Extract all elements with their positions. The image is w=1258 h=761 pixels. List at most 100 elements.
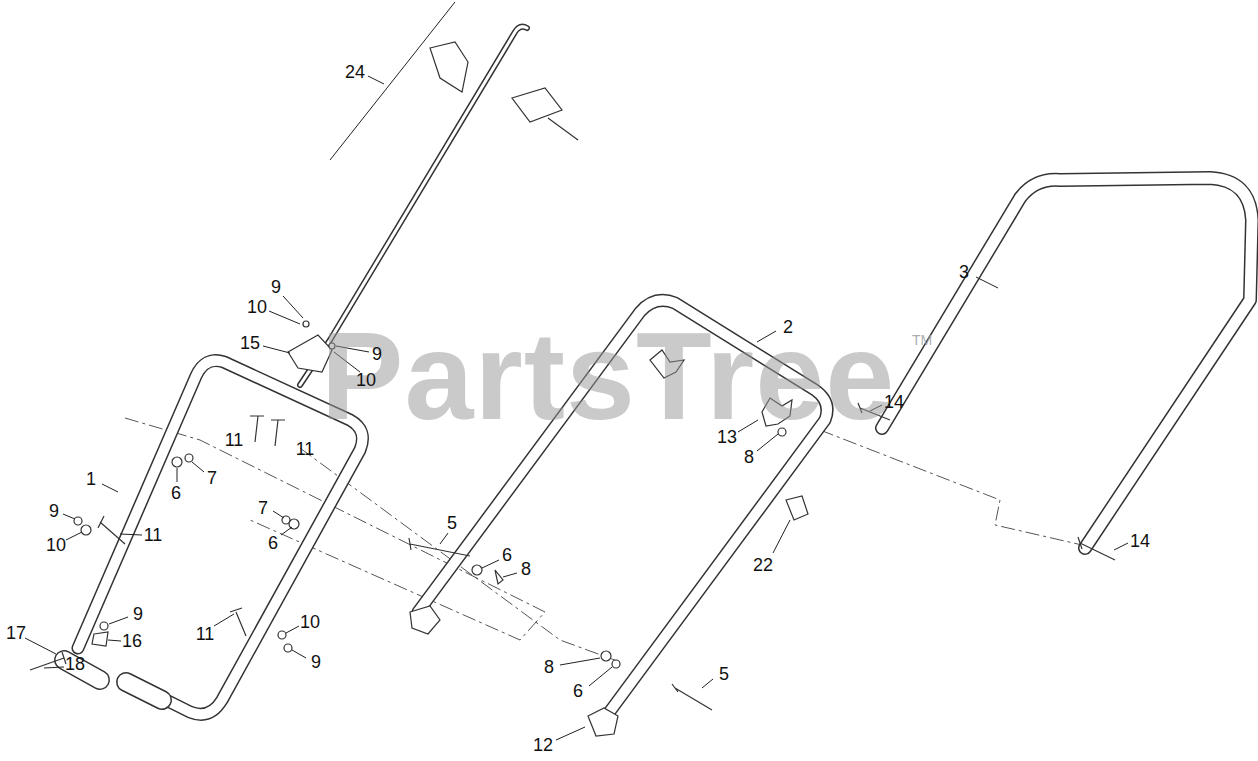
hardware [98,516,125,544]
handle-tubes [78,361,362,715]
hardware [100,622,108,630]
leader-lines [482,560,499,568]
callout-number: 6 [171,484,181,502]
hardware [601,651,611,661]
callout-number: 9 [271,278,281,296]
callout-number: 8 [521,560,531,578]
hardware [30,42,1115,736]
callout-number: 6 [573,682,583,700]
hardware [172,457,182,467]
handle-tubes [882,178,1252,548]
callout-number: 15 [240,334,260,352]
hardware [512,88,562,122]
hardware [278,631,286,639]
hardware [409,538,470,556]
hardware [74,517,82,525]
leader-lines [589,667,612,686]
leader-lines [63,514,75,519]
leader-lines [503,573,517,577]
hardware [495,570,503,584]
leader-lines [108,640,121,641]
callout-number: 12 [533,736,553,754]
callout-number: 10 [247,298,267,316]
leader-lines [177,468,178,482]
callout-number: 8 [544,658,554,676]
callout-number: 14 [1130,532,1150,550]
leader-lines [120,534,142,535]
callout-number: 2 [783,318,793,336]
callout-number: 14 [884,393,904,411]
hardware [672,684,712,710]
callout-number: 10 [356,371,376,389]
callout-number: 3 [959,263,969,281]
hardware [612,660,620,668]
callout-number: 24 [345,63,365,81]
callout-number: 10 [46,536,66,554]
dash-lines [820,430,1082,545]
handle-tubes [78,361,362,715]
handle-tubes [64,27,1252,718]
leader-lines [281,527,292,535]
callout-number: 6 [502,546,512,564]
leader-lines [44,667,64,668]
callout-number: 7 [207,469,217,487]
hardware [230,608,246,636]
callout-number: 9 [133,605,143,623]
callout-number: 7 [258,499,268,517]
leader-lines [560,658,600,665]
leader-lines [440,533,448,544]
callout-number: 11 [296,440,315,458]
hardware [30,652,66,670]
hardware [271,420,285,446]
hardware [284,644,292,652]
callout-number: 10 [300,613,320,631]
leader-lines [214,614,234,626]
callout-number: 1 [86,470,96,488]
callout-number: 9 [311,653,321,671]
callout-number: 8 [744,448,754,466]
leader-lines [292,650,306,658]
hardware [430,42,468,92]
hardware [185,454,193,462]
leader-lines [273,511,284,518]
leader-lines [102,484,118,492]
leader-lines [368,76,384,84]
callout-number: 16 [122,632,142,650]
leader-lines [330,2,455,160]
leader-lines [25,2,1142,740]
callout-number: 9 [372,345,382,363]
hardware [410,606,440,634]
hardware [548,118,578,140]
leader-lines [269,311,300,324]
callout-number: 13 [717,428,737,446]
hardware [588,708,618,736]
leader-lines [109,617,128,624]
callout-number: 11 [196,625,215,643]
leader-lines [192,462,204,472]
leader-lines [263,346,290,353]
leader-lines [702,679,713,688]
leader-lines [283,296,303,318]
callout-number: 22 [753,556,773,574]
callout-number: 6 [268,534,278,552]
leader-lines [1114,543,1128,550]
handle-tubes [882,178,1252,548]
hardware [92,632,108,646]
leader-lines [66,532,82,540]
trademark-mark: TM [912,333,932,347]
callout-number: 11 [225,431,244,449]
hardware [303,321,309,327]
handle-tubes [126,682,162,700]
hardware [1078,537,1115,560]
leader-lines [25,638,56,654]
hardware [786,496,808,520]
leader-lines [286,626,299,633]
callout-number: 17 [6,624,26,642]
watermark: PartsTree [321,314,895,438]
leader-lines [773,520,790,553]
hardware [250,416,264,442]
callout-number: 5 [719,665,729,683]
hardware [472,565,482,575]
hardware [81,525,91,535]
callout-number: 11 [144,526,163,544]
